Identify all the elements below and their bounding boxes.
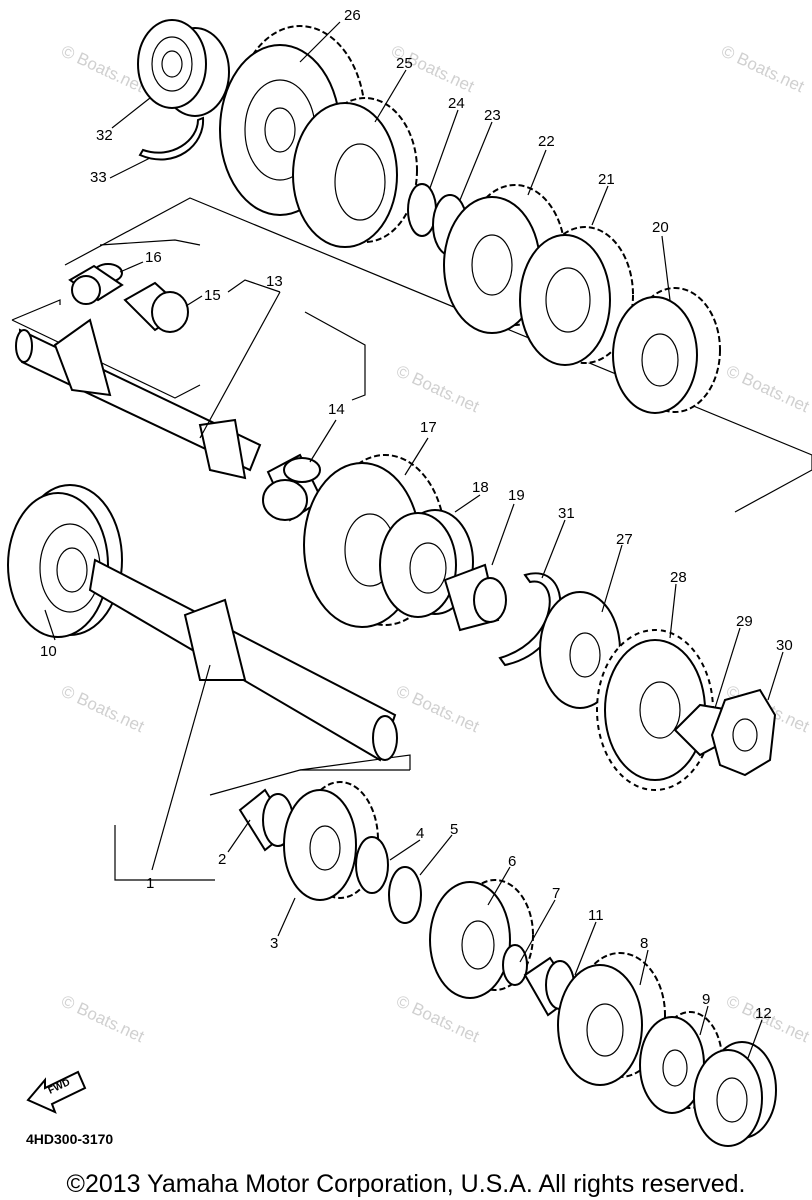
watermark: © Boats.net	[58, 681, 147, 736]
bushing-15	[123, 281, 189, 333]
callout-22: 22	[538, 133, 555, 150]
callout-30: 30	[776, 637, 793, 654]
bushing-14	[262, 453, 324, 522]
bearing-12	[693, 1041, 777, 1147]
washer-7	[502, 944, 528, 986]
callout-20: 20	[652, 219, 669, 236]
callout-25: 25	[396, 55, 413, 72]
callout-19: 19	[508, 487, 525, 504]
watermark: © Boats.net	[723, 361, 812, 416]
gear-20	[612, 287, 721, 414]
watermark: © Boats.net	[393, 361, 482, 416]
callout-21: 21	[598, 171, 615, 188]
callout-14: 14	[328, 401, 345, 418]
washer-24	[407, 183, 437, 237]
circlip-5	[388, 866, 422, 924]
circlip-33	[138, 116, 205, 161]
callout-7: 7	[552, 885, 560, 902]
shaft-13	[15, 318, 262, 480]
callout-17: 17	[420, 419, 437, 436]
callout-31: 31	[558, 505, 575, 522]
gear-25	[292, 97, 418, 248]
callout-16: 16	[145, 249, 162, 266]
callout-29: 29	[736, 613, 753, 630]
callout-6: 6	[508, 853, 516, 870]
sprocket-28	[596, 629, 714, 791]
watermark: © Boats.net	[393, 681, 482, 736]
drawing-code: 4HD300-3170	[26, 1131, 114, 1147]
callout-2: 2	[218, 851, 226, 868]
callouts: 1 2 3 4 5 6 7 8 9 10 11 12 13 14 15 16 1…	[40, 7, 793, 1022]
callout-28: 28	[670, 569, 687, 586]
callout-3: 3	[270, 935, 278, 952]
gear-21	[519, 226, 634, 366]
copyright-notice: ©2013 Yamaha Motor Corporation, U.S.A. A…	[66, 1170, 746, 1198]
callout-1: 1	[146, 875, 154, 892]
collar-19	[443, 563, 507, 632]
callout-10: 10	[40, 643, 57, 660]
callout-26: 26	[344, 7, 361, 24]
washer-4	[355, 836, 389, 894]
watermark: © Boats.net	[58, 991, 147, 1046]
bushing-16	[68, 263, 124, 305]
callout-11: 11	[588, 907, 604, 924]
callout-4: 4	[416, 825, 424, 842]
callout-32: 32	[96, 127, 113, 144]
watermark: © Boats.net	[718, 41, 807, 96]
fwd-arrow-icon: FWD	[26, 1070, 87, 1114]
callout-18: 18	[472, 479, 489, 496]
callout-23: 23	[484, 107, 501, 124]
callout-15: 15	[204, 287, 221, 304]
watermark: © Boats.net	[393, 991, 482, 1046]
callout-9: 9	[702, 991, 710, 1008]
leader-lines	[44, 21, 784, 1059]
watermark: © Boats.net	[58, 41, 147, 96]
callout-27: 27	[616, 531, 633, 548]
callout-24: 24	[448, 95, 465, 112]
callout-12: 12	[755, 1005, 772, 1022]
callout-13: 13	[266, 273, 283, 290]
nut-30	[710, 688, 777, 777]
callout-33: 33	[90, 169, 107, 186]
callout-5: 5	[450, 821, 458, 838]
bearing-32	[137, 19, 230, 117]
callout-8: 8	[640, 935, 648, 952]
bearing-10	[7, 484, 123, 638]
shaft-1	[88, 558, 398, 762]
